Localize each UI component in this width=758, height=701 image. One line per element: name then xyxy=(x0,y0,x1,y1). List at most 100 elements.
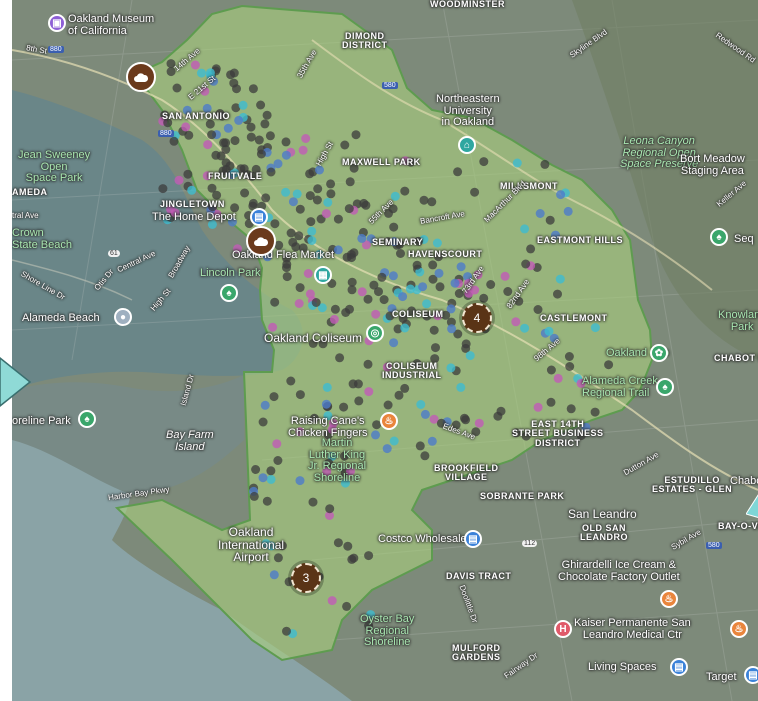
park-icon-shoreline[interactable]: ♠ xyxy=(78,410,96,428)
incident-dot xyxy=(305,289,315,299)
incident-dot xyxy=(398,292,408,302)
label-alameda-beach: Alameda Beach xyxy=(22,312,100,324)
incident-dot xyxy=(197,68,206,78)
incident-dot xyxy=(363,359,373,369)
incident-dot xyxy=(202,103,212,113)
restaurant-icon-ghirardelli[interactable]: ♨ xyxy=(660,590,678,608)
incident-dot xyxy=(479,293,489,303)
incident-dot xyxy=(311,298,321,307)
label-oakland-zoo: Oakland Zoo xyxy=(606,347,669,359)
label-target: Target xyxy=(706,671,737,683)
incident-dot xyxy=(415,441,425,451)
label-fruitvale: FRUITVALE xyxy=(208,171,263,181)
incident-dot xyxy=(347,285,357,295)
label-estudillo: ESTUDILLO ESTATES - GLEN xyxy=(652,475,733,495)
stadium-icon[interactable]: ◎ xyxy=(366,324,384,342)
incident-dot xyxy=(430,354,440,364)
incident-dot xyxy=(325,504,335,514)
cloud-icon xyxy=(254,236,269,246)
incident-dot xyxy=(551,230,560,240)
incident-dot xyxy=(565,362,575,371)
incident-dot xyxy=(221,138,231,148)
incident-dot xyxy=(465,351,475,361)
incident-dot xyxy=(249,491,259,501)
crime-dots xyxy=(158,59,614,639)
incident-dot xyxy=(374,287,383,297)
incident-dot xyxy=(333,538,343,548)
incident-dot xyxy=(273,456,283,465)
incident-dot xyxy=(345,304,354,314)
label-bay-farm: Bay Farm Island xyxy=(166,429,214,453)
hospital-icon[interactable]: H xyxy=(554,620,572,638)
incident-dot xyxy=(429,325,439,335)
right-arrow-icon[interactable] xyxy=(746,492,758,518)
incident-dot xyxy=(318,339,328,349)
incident-dot xyxy=(389,237,399,247)
university-icon[interactable]: ⌂ xyxy=(458,136,476,154)
label-san-antonio: SAN ANTONIO xyxy=(162,111,231,121)
market-icon[interactable]: ▦ xyxy=(314,266,332,284)
incident-dot xyxy=(203,140,213,150)
incident-dot xyxy=(170,208,180,218)
park-icon-lincoln[interactable]: ♠ xyxy=(220,284,238,302)
map-view[interactable]: WOODMINSTER Oakland Museum of California… xyxy=(12,0,758,701)
label-oakland-coliseum: Oakland Coliseum xyxy=(264,331,363,345)
label-coliseum-ind: COLISEUM INDUSTRIAL xyxy=(382,361,442,381)
incident-dot xyxy=(166,67,176,77)
incident-dot xyxy=(294,299,304,308)
incident-dot xyxy=(357,287,367,297)
incident-dot xyxy=(388,204,398,214)
incident-dot xyxy=(286,376,296,386)
zoo-icon[interactable]: ✿ xyxy=(650,344,668,362)
label-sobrante: SOBRANTE PARK xyxy=(480,491,565,501)
incident-dot xyxy=(479,157,489,167)
label-oakland-flea: Oakland Flea Market xyxy=(232,249,335,261)
incident-dot xyxy=(427,436,437,446)
cluster-marker[interactable]: 4 xyxy=(462,303,492,333)
incident-dot xyxy=(422,299,432,309)
cluster-marker[interactable]: 3 xyxy=(291,563,321,593)
incident-dot xyxy=(183,169,193,179)
incident-dot xyxy=(277,541,287,551)
incident-dot xyxy=(265,131,275,141)
incident-dot xyxy=(471,427,481,437)
incident-dot xyxy=(187,185,197,195)
incident-dot xyxy=(256,100,266,110)
incident-dot xyxy=(281,137,291,147)
cloud-marker-icon[interactable] xyxy=(246,226,276,256)
incident-dot xyxy=(418,282,428,292)
restaurant-icon-right[interactable]: ♨ xyxy=(730,620,748,638)
incident-dot xyxy=(412,260,422,270)
previous-arrow-icon[interactable] xyxy=(0,354,32,410)
shopping-icon-living-spaces[interactable]: ▤ xyxy=(670,658,688,676)
incident-dot xyxy=(281,187,291,197)
incident-dot xyxy=(394,390,404,400)
incident-dot xyxy=(268,322,278,332)
incident-dot xyxy=(436,418,446,428)
incident-dot xyxy=(526,244,536,254)
incident-dot xyxy=(207,183,217,193)
incident-dot xyxy=(230,136,240,146)
incident-dot xyxy=(294,231,304,241)
incident-dot xyxy=(317,303,327,313)
label-old-san-leandro: OLD SAN LEANDRO xyxy=(580,523,628,543)
incident-dot xyxy=(447,324,457,334)
park-icon-alameda-creek[interactable]: ♠ xyxy=(656,378,674,396)
incident-dot xyxy=(329,314,339,324)
incident-dot xyxy=(266,541,276,551)
park-icon-seq[interactable]: ♠ xyxy=(710,228,728,246)
label-woodminster: WOODMINSTER xyxy=(430,0,505,9)
location-pin-icon[interactable]: ● xyxy=(114,308,132,326)
incident-dot xyxy=(456,382,466,392)
shopping-icon-costco[interactable]: ▤ xyxy=(464,530,482,548)
incident-dot xyxy=(205,119,215,129)
cloud-marker-icon[interactable] xyxy=(126,62,156,92)
museum-icon[interactable]: ▣ xyxy=(48,14,66,32)
incident-dot xyxy=(364,551,374,561)
incident-dot xyxy=(323,197,333,207)
shopping-icon-target[interactable]: ▤ xyxy=(744,666,758,684)
restaurant-icon[interactable]: ♨ xyxy=(380,412,398,430)
incident-dot xyxy=(258,473,268,483)
shopping-icon[interactable]: ▤ xyxy=(250,208,268,226)
incident-dot xyxy=(158,184,168,194)
